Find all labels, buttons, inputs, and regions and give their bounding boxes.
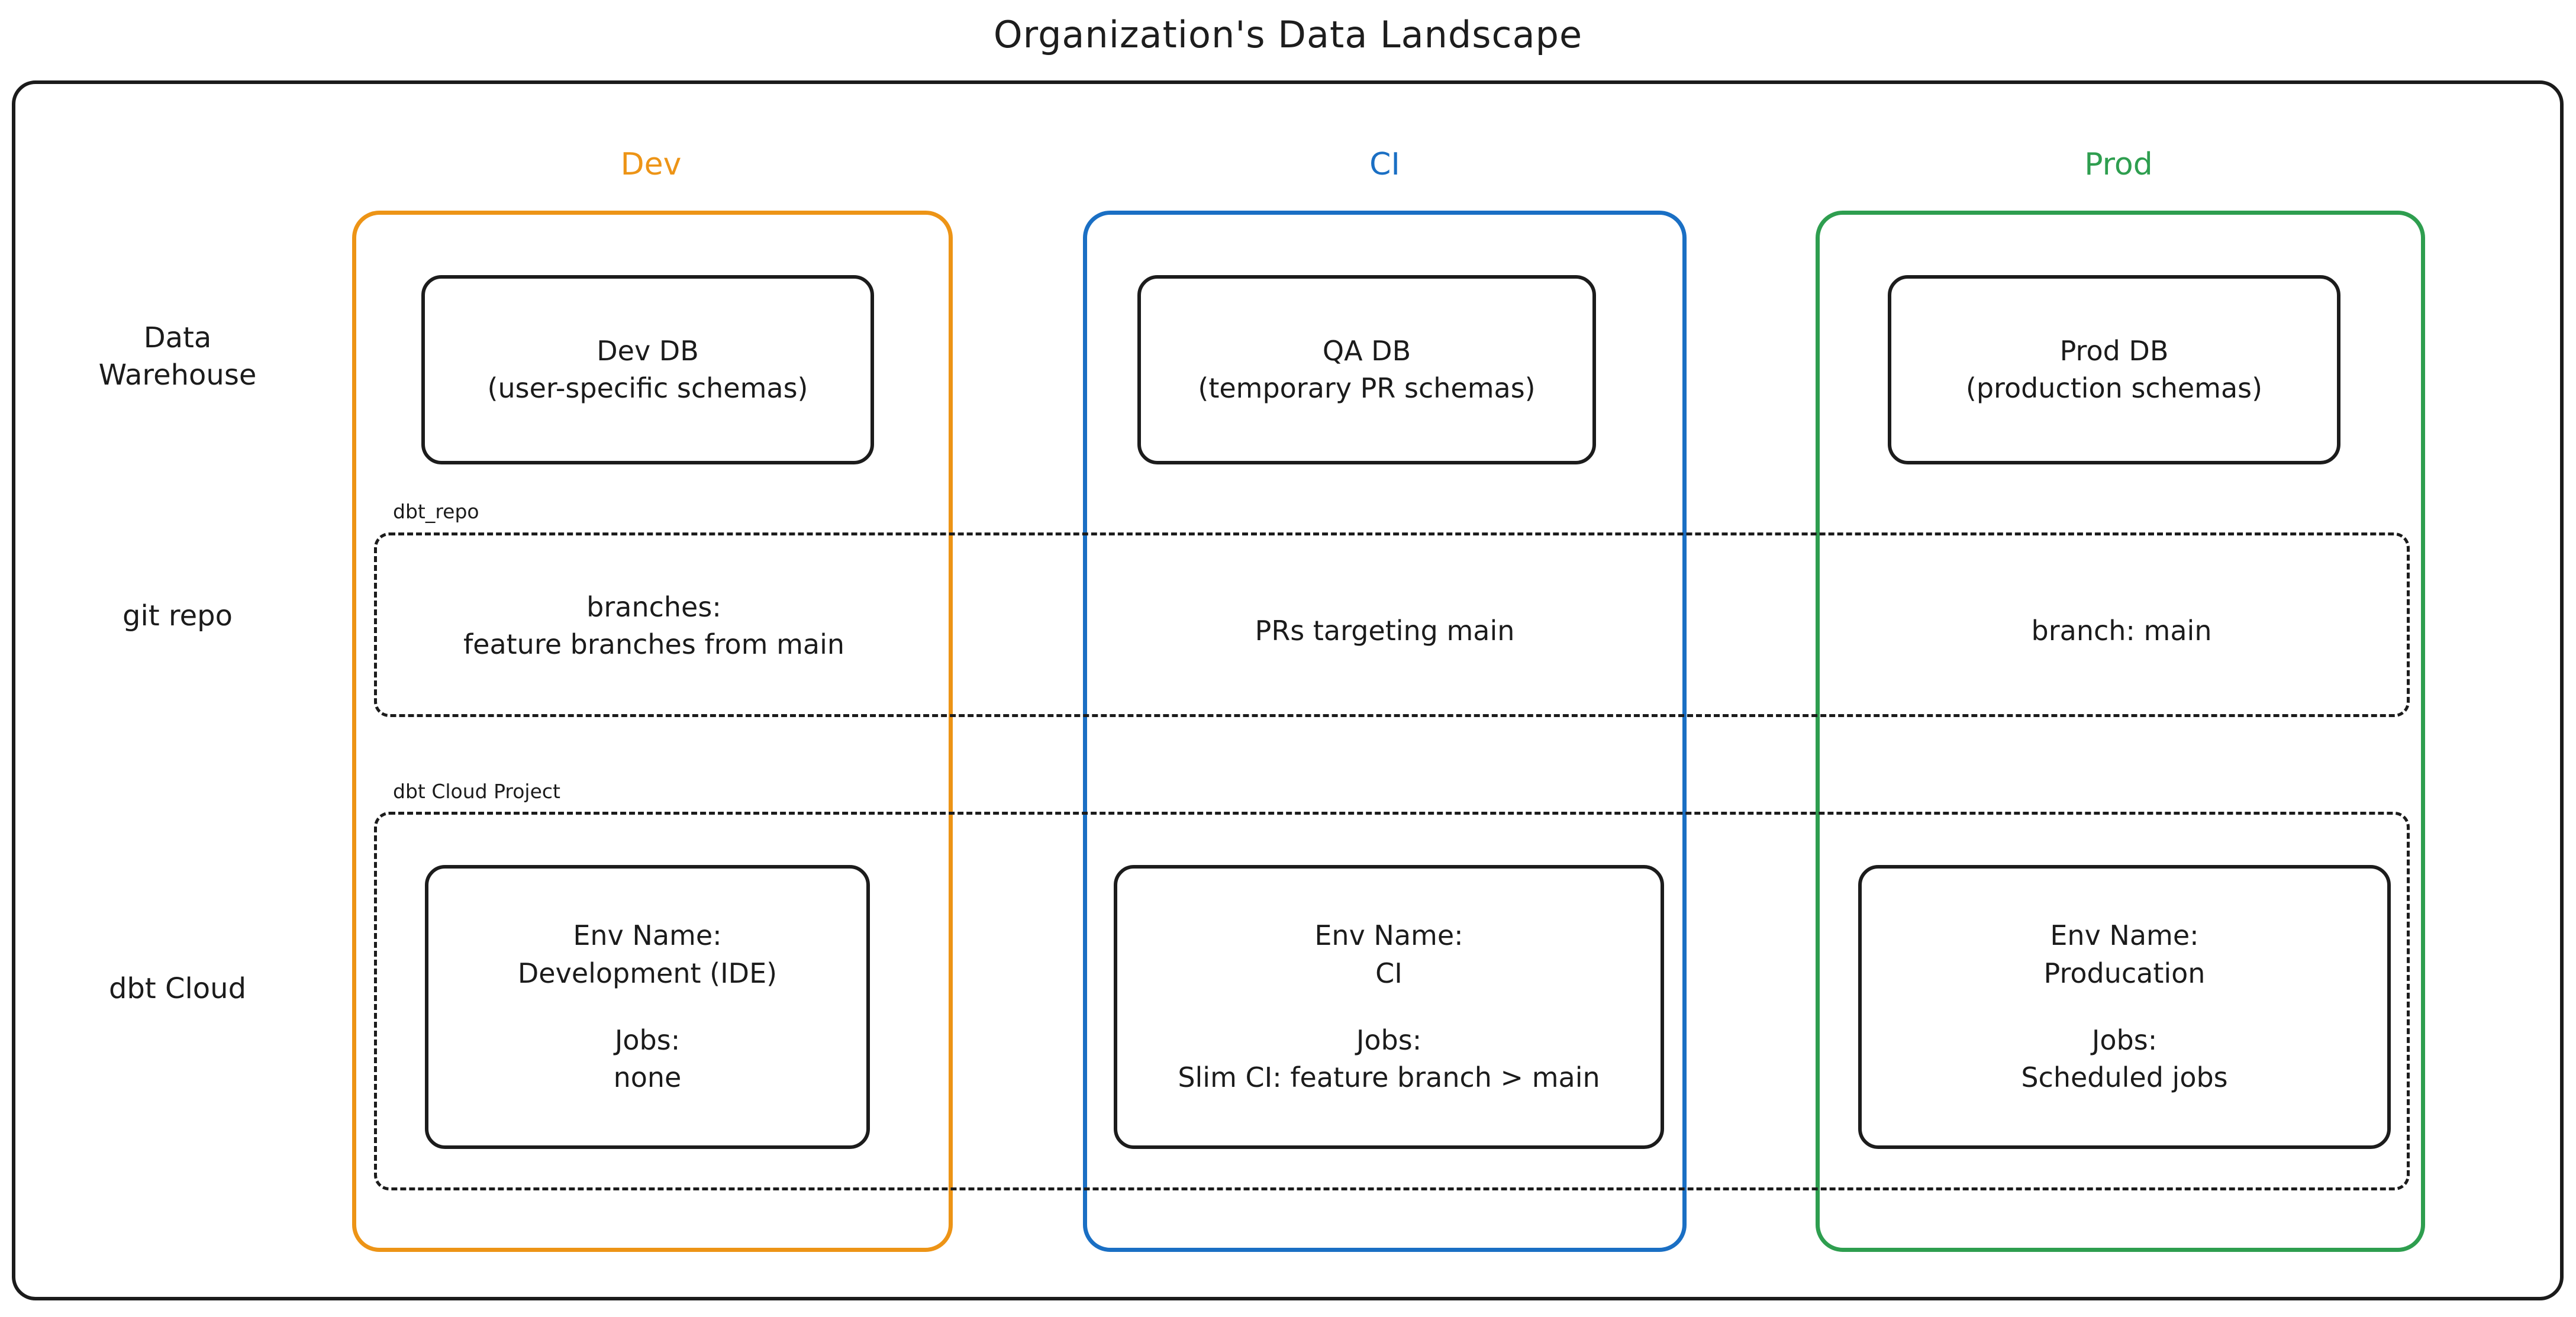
jobs-value-ci: Slim CI: feature branch > main — [1178, 1061, 1600, 1094]
row-label-line1: git repo — [122, 599, 233, 632]
env-name-value-ci: CI — [1375, 957, 1403, 989]
environment-column-prod — [1816, 211, 2425, 1252]
row-label-line1: dbt Cloud — [108, 972, 247, 1005]
git-repo-cell-dev-line2: feature branches from main — [463, 628, 845, 661]
git-repo-cell-prod-line1: branch: main — [2031, 615, 2212, 647]
row-label-git-repo: git repo — [36, 598, 320, 635]
env-name-value-prod: Producation — [2043, 957, 2206, 989]
column-header-ci: CI — [1369, 147, 1400, 182]
row-label-data-warehouse: Data Warehouse — [36, 319, 320, 395]
git-repo-cell-dev: branches: feature branches from main — [388, 589, 920, 664]
column-header-prod: Prod — [2084, 147, 2153, 182]
group-container-dbt-repo — [374, 532, 2410, 717]
jobs-label: Jobs: — [614, 1024, 681, 1056]
git-repo-cell-prod: branch: main — [1840, 612, 2403, 650]
env-name-label: Env Name: — [573, 919, 722, 952]
environment-column-dev — [352, 211, 953, 1252]
env-name-label: Env Name: — [1314, 919, 1463, 952]
git-repo-cell-ci: PRs targeting main — [1107, 612, 1663, 650]
warehouse-box-ci-line1: QA DB — [1322, 334, 1411, 367]
warehouse-box-dev-line2: (user-specific schemas) — [487, 372, 808, 404]
jobs-value-dev: none — [613, 1061, 682, 1094]
git-repo-cell-dev-line1: branches: — [586, 591, 721, 623]
env-name-value-dev: Development (IDE) — [517, 957, 778, 989]
page-title: Organization's Data Landscape — [993, 13, 1583, 56]
warehouse-box-prod-line2: (production schemas) — [1965, 372, 2263, 404]
dbt-cloud-env-box-ci[interactable]: Env Name: CI Jobs: Slim CI: feature bran… — [1114, 865, 1664, 1149]
environment-column-ci — [1083, 211, 1687, 1252]
group-container-dbt-cloud-project — [374, 812, 2410, 1190]
group-caption-dbt-cloud-project: dbt Cloud Project — [393, 780, 560, 803]
row-label-line2: Warehouse — [98, 359, 257, 392]
dbt-cloud-env-box-dev[interactable]: Env Name: Development (IDE) Jobs: none — [425, 865, 870, 1149]
jobs-label: Jobs: — [1356, 1024, 1422, 1056]
jobs-label: Jobs: — [2091, 1024, 2158, 1056]
warehouse-box-dev[interactable]: Dev DB (user-specific schemas) — [421, 275, 874, 464]
row-label-dbt-cloud: dbt Cloud — [36, 970, 320, 1008]
git-repo-cell-ci-line1: PRs targeting main — [1255, 615, 1515, 647]
dbt-cloud-env-box-prod[interactable]: Env Name: Producation Jobs: Scheduled jo… — [1858, 865, 2391, 1149]
warehouse-box-dev-line1: Dev DB — [597, 334, 699, 367]
group-caption-dbt-repo: dbt_repo — [393, 500, 479, 523]
row-label-line1: Data — [143, 321, 212, 354]
warehouse-box-prod[interactable]: Prod DB (production schemas) — [1888, 275, 2340, 464]
warehouse-box-ci-line2: (temporary PR schemas) — [1198, 372, 1536, 404]
warehouse-box-prod-line1: Prod DB — [2059, 334, 2169, 367]
jobs-value-prod: Scheduled jobs — [2021, 1061, 2228, 1094]
warehouse-box-ci[interactable]: QA DB (temporary PR schemas) — [1137, 275, 1596, 464]
env-name-label: Env Name: — [2050, 919, 2199, 952]
column-header-dev: Dev — [620, 147, 682, 182]
